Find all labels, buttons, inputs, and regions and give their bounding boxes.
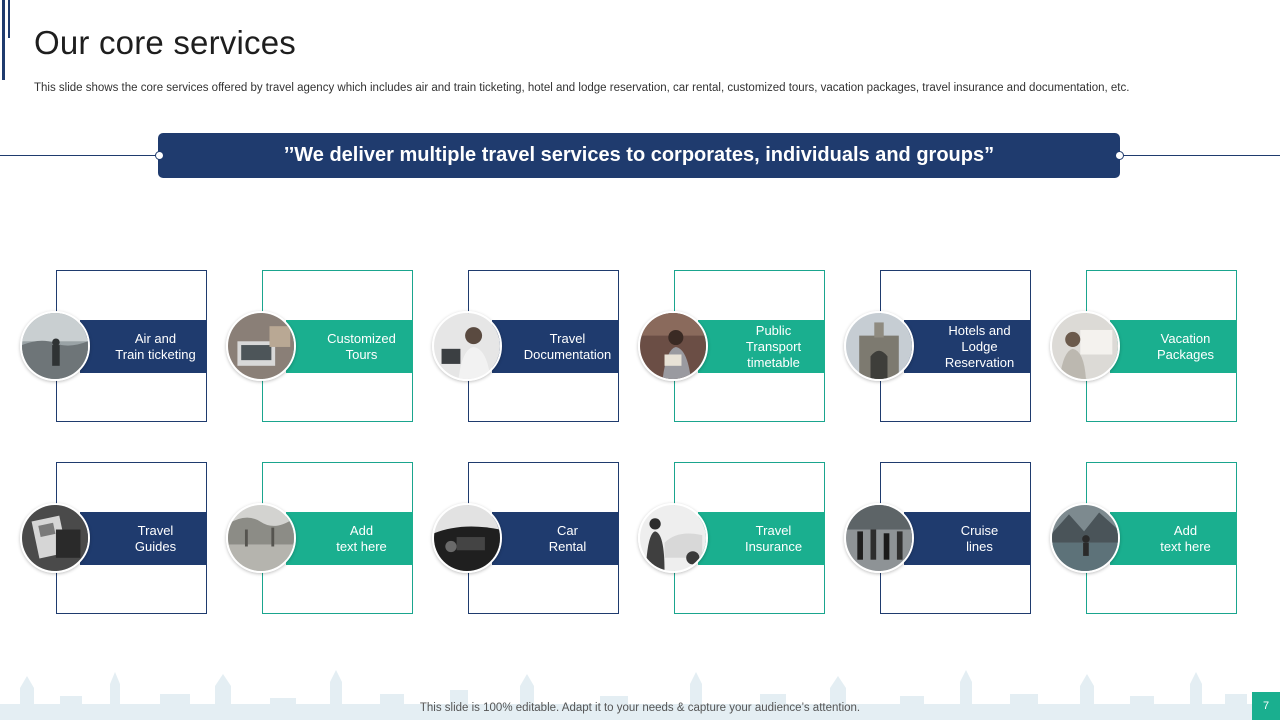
service-label: Public Transport timetable [745,322,802,370]
service-label: Cruise lines [960,522,999,554]
building-arch-photo [844,311,914,381]
tagline-dot-left [155,151,164,160]
service-label: Hotels and Lodge Reservation [944,322,1015,370]
footer-note: This slide is 100% editable. Adapt it to… [419,702,861,714]
woman-map-photo [1050,311,1120,381]
service-label: Vacation Packages [1156,330,1215,362]
service-label-band: Vacation Packages [1110,320,1237,373]
crowd-walking-photo [844,503,914,573]
service-label-band: Hotels and Lodge Reservation [904,320,1031,373]
city-skyline-watermark [0,670,1280,720]
service-label-band: Public Transport timetable [698,320,825,373]
car-interior-photo [432,503,502,573]
service-label: Air and Train ticketing [115,330,196,362]
service-label: Add text here [1160,522,1211,554]
street-trees-photo [226,503,296,573]
service-label-band: Air and Train ticketing [80,320,207,373]
service-label: Customized Tours [327,330,396,362]
lake-hiker-photo [1050,503,1120,573]
guidebook-photo [20,503,90,573]
service-label: Travel Guides [134,522,177,554]
title-accent-bar [0,0,12,80]
tagline-banner: ’’We deliver multiple travel services to… [158,133,1120,178]
service-label-band: Add text here [1110,512,1237,565]
service-label: Car Rental [548,522,587,554]
service-label-band: Travel Guides [80,512,207,565]
service-label: Travel Insurance [744,522,803,554]
service-label-band: Add text here [286,512,413,565]
tagline-dot-right [1115,151,1124,160]
man-laptop-photo [432,311,502,381]
tagline-connector-right [1120,155,1280,156]
laptop-map-photo [226,311,296,381]
coast-traveler-photo [20,311,90,381]
tagline-connector-left [0,155,160,156]
slide-title: Our core services [34,24,296,61]
service-label-band: Car Rental [492,512,619,565]
service-label: Travel Documentation [523,330,612,362]
service-label-band: Customized Tours [286,320,413,373]
service-label-band: Travel Documentation [492,320,619,373]
service-label: Add text here [336,522,387,554]
woman-reading-photo [638,311,708,381]
service-label-band: Travel Insurance [698,512,825,565]
tagline-text: ’’We deliver multiple travel services to… [283,144,995,166]
slide-subtitle: This slide shows the core services offer… [34,82,1130,94]
page-number: 7 [1252,692,1280,720]
service-label-band: Cruise lines [904,512,1031,565]
woman-car-photo [638,503,708,573]
